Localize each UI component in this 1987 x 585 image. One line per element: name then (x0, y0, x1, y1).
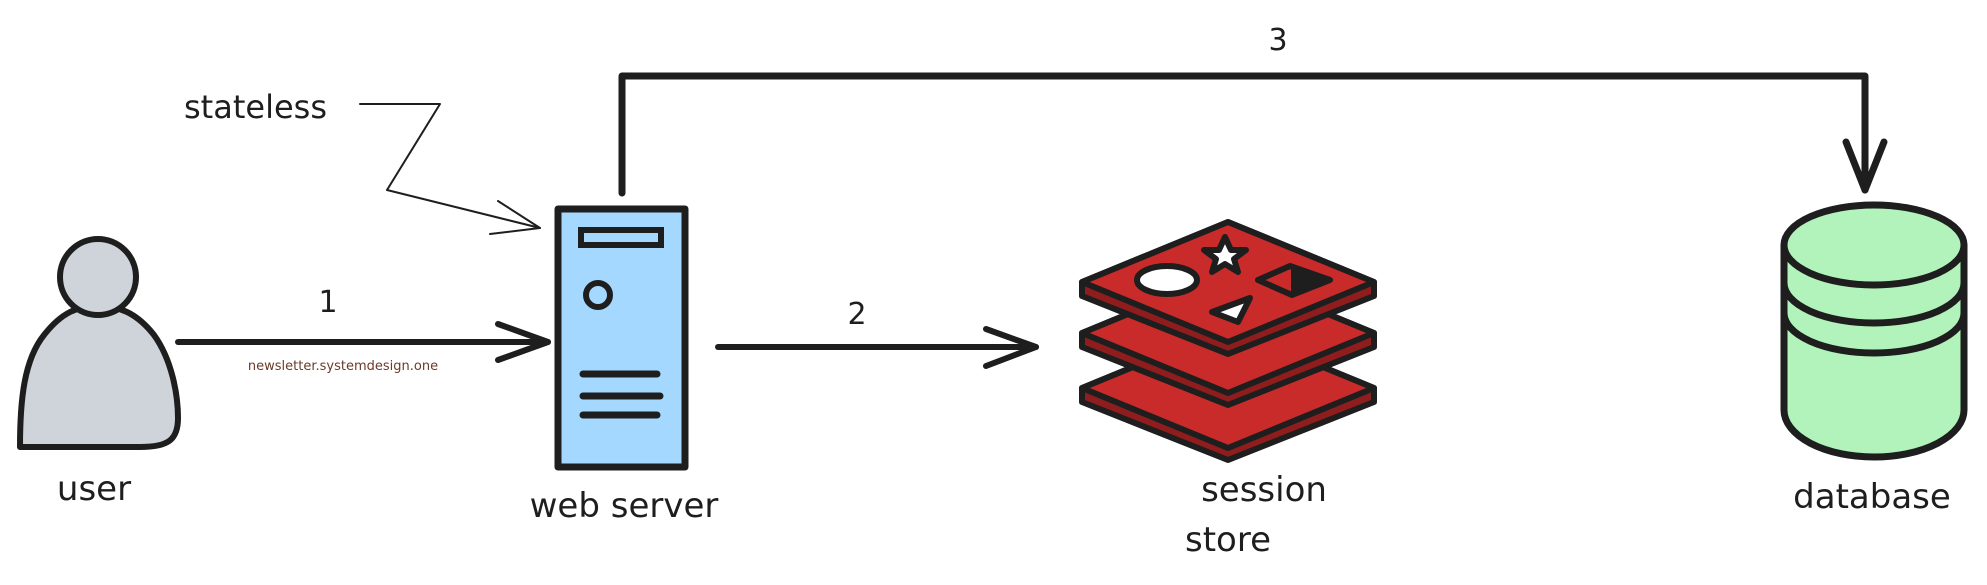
web-server-label: web server (530, 486, 719, 526)
arrow-web-server-to-database (618, 72, 1888, 197)
stateless-annotation: stateless (184, 88, 327, 126)
arrow-user-to-web-server (175, 321, 551, 363)
session-store-icon (1079, 219, 1377, 463)
database-icon (1780, 201, 1968, 461)
edge-label-1: 1 (318, 285, 337, 320)
user-label: user (57, 469, 131, 509)
annotation-zigzag-arrow (359, 103, 541, 235)
database-label: database (1793, 477, 1951, 517)
watermark: newsletter.systemdesign.one (248, 359, 438, 374)
server-icon (554, 205, 689, 471)
edge-label-2: 2 (847, 297, 866, 332)
edge-label-3: 3 (1268, 23, 1287, 58)
session-store-label-line2: store (1185, 520, 1271, 560)
arrow-web-server-to-session-store (715, 326, 1039, 369)
user-icon (17, 236, 181, 450)
session-store-label-line1: session (1201, 470, 1327, 510)
